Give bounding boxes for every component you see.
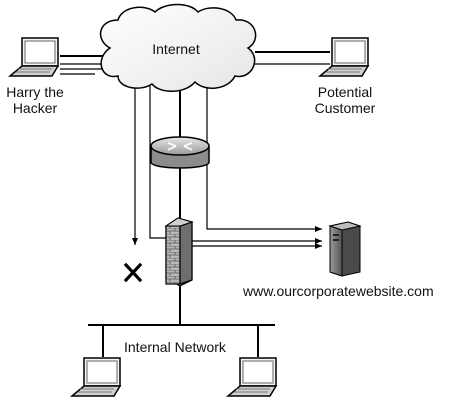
hacker-label: Harry the Hacker bbox=[0, 84, 70, 116]
internet-label: Internet bbox=[152, 41, 200, 57]
router-icon bbox=[150, 136, 210, 169]
hacker-label-line1: Harry the bbox=[6, 84, 64, 100]
hacker-label-line2: Hacker bbox=[12, 100, 58, 116]
customer-label-line1: Potential bbox=[317, 84, 373, 100]
laptop-icon bbox=[317, 37, 370, 77]
firewall-icon bbox=[164, 217, 194, 287]
website-label: www.ourcorporatewebsite.com bbox=[243, 283, 434, 299]
server-icon bbox=[328, 221, 362, 277]
laptop-icon bbox=[225, 357, 278, 397]
blocked-x-icon bbox=[123, 262, 143, 283]
laptop-icon bbox=[7, 37, 60, 77]
internal-network-label: Internal Network bbox=[124, 339, 226, 355]
cloud-icon bbox=[99, 3, 257, 92]
customer-label: Potential Customer bbox=[300, 84, 390, 116]
laptop-icon bbox=[69, 357, 122, 397]
customer-label-line2: Customer bbox=[314, 100, 376, 116]
connection-lines bbox=[60, 51, 330, 357]
hacker-path-2 bbox=[60, 68, 136, 243]
